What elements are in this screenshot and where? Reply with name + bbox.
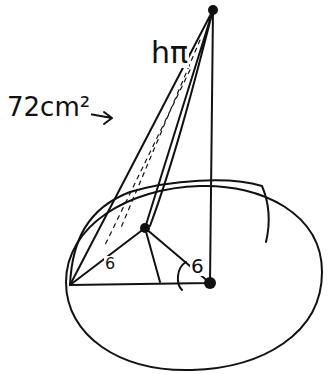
apex-dot	[208, 5, 218, 15]
dimension-label: 72cm²	[6, 94, 91, 120]
length-label: 6	[104, 256, 116, 272]
base-circle	[66, 186, 322, 370]
center-dot	[204, 277, 216, 289]
length-label: 6	[190, 256, 205, 276]
dimension-label: hπ	[150, 38, 189, 68]
inner-arc	[70, 180, 269, 285]
triangle-height	[145, 228, 160, 282]
base-triangle	[70, 228, 210, 285]
face-hatching	[105, 40, 200, 245]
angle-arc	[178, 262, 186, 290]
pyramid-edges	[70, 10, 213, 285]
vertex-dot	[140, 223, 150, 233]
